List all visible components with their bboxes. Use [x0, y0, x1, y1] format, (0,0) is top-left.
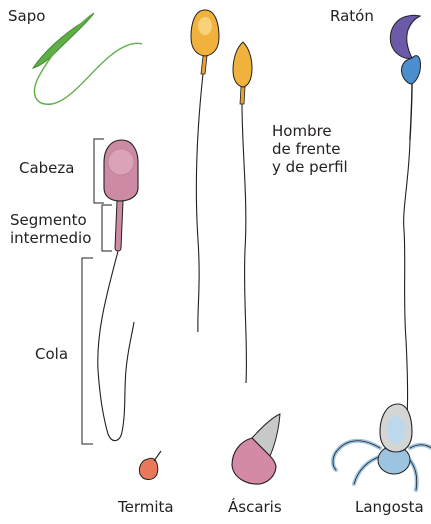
raton-head-blue: [401, 56, 420, 84]
human-profile-head: [233, 42, 252, 87]
hombre-sperm-profile: [233, 42, 252, 383]
label-raton: Ratón: [330, 7, 374, 25]
ascaris-sperm: [232, 414, 280, 484]
human-profile-midpiece: [240, 87, 245, 104]
label-ascaris: Áscaris: [228, 498, 282, 516]
langosta-capsule-inner: [387, 416, 405, 444]
langosta-arm-left: [333, 441, 380, 470]
label-termita: Termita: [118, 498, 174, 516]
label-segmento-intermedio: Segmento intermedio: [10, 211, 91, 247]
cola-bracket: [82, 258, 93, 444]
langosta-arm-right: [410, 445, 431, 460]
human-profile-tail: [242, 104, 246, 383]
human-front-tail: [196, 74, 203, 332]
label-hombre: Hombre de frente y de perfil: [272, 122, 348, 176]
termita-spike: [154, 451, 161, 461]
hombre-sperm-front: [191, 10, 219, 332]
labeled-nucleus: [108, 149, 134, 175]
labeled-sperm: [98, 140, 138, 441]
label-cola: Cola: [35, 345, 68, 363]
human-front-midpiece: [201, 56, 207, 74]
labeled-tail: [98, 251, 134, 441]
cabeza-bracket: [94, 139, 104, 203]
label-langosta: Langosta: [355, 498, 424, 516]
label-cabeza: Cabeza: [19, 159, 74, 177]
human-front-acrosome: [198, 17, 212, 35]
raton-head-purple: [390, 15, 420, 58]
termita-body: [139, 458, 157, 479]
segmento-bracket: [102, 205, 112, 251]
labeled-midpiece: [115, 201, 123, 251]
label-sapo: Sapo: [8, 7, 45, 25]
termita-sperm: [139, 451, 161, 480]
raton-midpiece: [410, 84, 412, 140]
raton-sperm: [390, 15, 420, 419]
sapo-tail: [34, 15, 142, 104]
raton-tail: [404, 140, 410, 420]
langosta-sperm: [333, 404, 431, 490]
sapo-sperm: [33, 13, 142, 104]
